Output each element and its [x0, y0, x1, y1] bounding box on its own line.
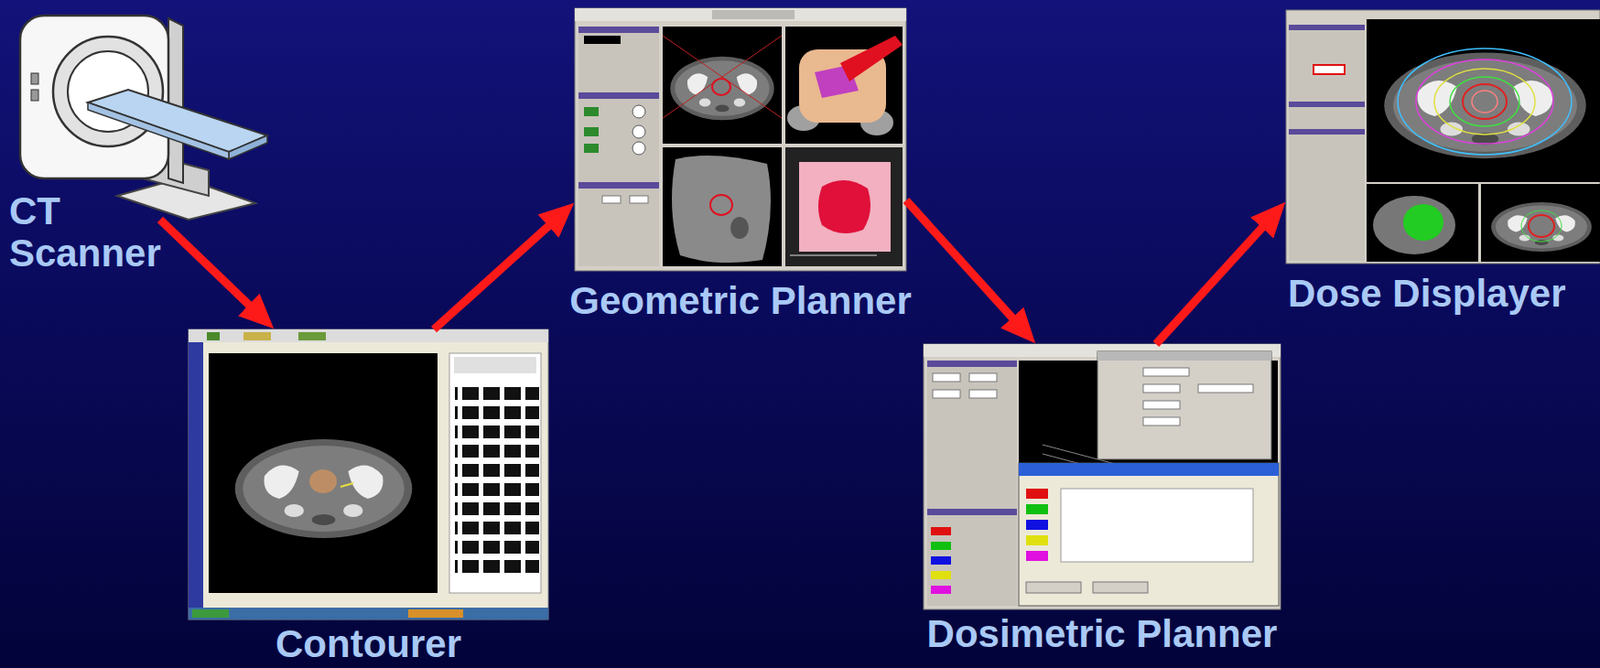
- flow-arrow: [1156, 227, 1264, 345]
- caption-group: CT Scanner: [9, 190, 174, 275]
- caption-group: Dose Displayer: [1287, 272, 1566, 315]
- node-caption: Contourer: [275, 623, 462, 666]
- caption-group: Geometric Planner: [569, 280, 911, 323]
- screenshot-node: CT Scanner: [0, 0, 271, 220]
- dose-displayer-screenshot: [1286, 10, 1600, 264]
- screenshot-node: Dose Displayer: [1286, 10, 1600, 264]
- node-caption: Dosimetric Planner: [927, 613, 1278, 656]
- flow-arrow: [906, 200, 1013, 319]
- node-caption: Dose Displayer: [1287, 272, 1566, 315]
- dosimetric-planner-screenshot: [923, 344, 1281, 610]
- flow-arrow: [433, 226, 550, 330]
- node-caption: CT Scanner: [9, 190, 174, 275]
- screenshot-node: Geometric Planner: [574, 8, 907, 271]
- caption-group: Contourer: [275, 623, 462, 666]
- caption-group: Dosimetric Planner: [927, 613, 1278, 656]
- screenshot-node: Contourer: [188, 329, 549, 620]
- contourer-screenshot: [188, 329, 549, 620]
- ct-scanner-drawing: [20, 15, 268, 220]
- screenshot-node: Dosimetric Planner: [923, 344, 1281, 610]
- flow-arrow: [160, 219, 250, 306]
- node-caption: Geometric Planner: [569, 280, 911, 323]
- geometric-planner-screenshot: [574, 8, 907, 271]
